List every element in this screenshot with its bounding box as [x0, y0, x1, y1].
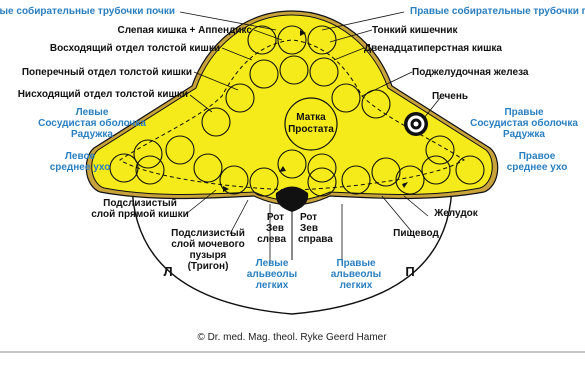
label-mouth-right-2: Зев — [300, 223, 318, 234]
label-mouth-left-3: слева — [257, 234, 286, 245]
label-right-ear-2: среднее ухо — [507, 162, 568, 173]
organ-circle — [307, 167, 337, 197]
organ-circle — [219, 165, 249, 195]
organ-circle — [109, 153, 139, 183]
organ-circle — [225, 83, 255, 113]
label-pancreas: Поджелудочная железа — [412, 67, 529, 78]
label-left-alveoli-2: альвеолы — [247, 269, 297, 280]
arrow-icon — [223, 186, 229, 192]
label-small-intestine: Тонкий кишечник — [372, 25, 458, 36]
uterus-prostate-circle — [284, 97, 338, 151]
label-left-ear-2: среднее ухо — [50, 162, 111, 173]
label-right-alveoli-3: легких — [340, 280, 373, 291]
organ-circle — [425, 135, 455, 165]
label-liver: Печень — [432, 91, 468, 102]
label-left-alveoli-1: Левые — [256, 258, 289, 269]
organ-circle — [135, 155, 165, 185]
organ-circle — [249, 59, 279, 89]
label-uterus: Матка — [296, 112, 326, 123]
label-bladder-1: Подслизистый — [171, 228, 245, 239]
arrow-icon — [300, 30, 306, 36]
target-icon — [404, 112, 428, 136]
organ-circle — [341, 165, 371, 195]
arrow-icon — [402, 182, 408, 188]
label-transverse-colon: Поперечный отдел толстой кишки — [22, 67, 192, 78]
label-left-choroid-3: Радужка — [71, 129, 113, 140]
organ-sequence-path — [119, 39, 465, 191]
organ-circle — [165, 135, 195, 165]
label-left-choroid-2: Сосудистая оболочка — [38, 117, 146, 129]
label-mouth-left-2: Зев — [266, 223, 284, 234]
mouth-blob — [275, 186, 309, 212]
organ-circle — [361, 89, 391, 119]
organ-circle — [455, 155, 485, 185]
label-appendix: Слепая кишка + Аппендикс — [117, 25, 252, 36]
label-bladder-3: пузыря — [190, 250, 227, 261]
organ-circle — [249, 167, 279, 197]
label-left-kidney-tubules: Левые собирательные трубочки почки — [0, 5, 175, 17]
label-prostate: Простата — [288, 124, 334, 135]
label-mouth-right-3: справа — [298, 234, 333, 245]
label-left-ear-1: Левое — [65, 151, 96, 162]
label-right-choroid-1: Правые — [504, 107, 544, 118]
organ-circle — [307, 153, 337, 183]
organ-circle — [277, 149, 307, 179]
flow-arrows — [223, 30, 408, 192]
label-side-right: П — [405, 264, 414, 279]
label-bladder-4: (Тригон) — [188, 261, 229, 272]
organ-circle — [421, 155, 451, 185]
arrow-icon — [279, 166, 286, 172]
organ-circle — [247, 25, 277, 55]
organ-circle — [331, 83, 361, 113]
organ-circle — [201, 107, 231, 137]
label-ascending-colon: Восходящий отдел толстой кишки — [50, 43, 220, 54]
organ-circle — [193, 153, 223, 183]
leader-lines — [179, 11, 441, 264]
organ-circle — [309, 57, 339, 87]
label-descending-colon: Нисходящий отдел толстой кишки — [18, 89, 188, 100]
label-left-alveoli-3: легких — [256, 280, 289, 291]
label-right-alveoli-2: альвеолы — [331, 269, 381, 280]
label-mouth-right-1: Рот — [300, 212, 317, 223]
label-duodenum: Двенадцатиперстная кишка — [364, 43, 502, 54]
organ-circle — [371, 157, 401, 187]
label-right-alveoli-1: Правые — [336, 258, 376, 269]
label-right-ear-1: Правое — [519, 151, 556, 162]
organ-circle — [279, 55, 309, 85]
label-side-left: Л — [163, 264, 172, 279]
label-right-kidney-tubules: Правые собирательные трубочки почки — [410, 5, 585, 17]
label-right-choroid-2: Сосудистая оболочка — [470, 117, 578, 129]
organ-circle — [395, 165, 425, 195]
label-right-choroid-3: Радужка — [503, 129, 545, 140]
label-bladder-2: слой мочевого — [171, 239, 245, 250]
label-left-choroid-1: Левые — [76, 107, 109, 118]
organ-circles — [109, 25, 485, 197]
label-rectum-2: слой прямой кишки — [91, 209, 189, 220]
organ-circle — [277, 25, 307, 55]
copyright-text: © Dr. med. Mag. theol. Ryke Geerd Hamer — [197, 332, 387, 343]
label-rectum-1: Подслизистый — [103, 198, 177, 209]
label-esophagus: Пищевод — [393, 228, 439, 239]
label-stomach: Желудок — [433, 208, 479, 219]
label-mouth-left-1: Рот — [267, 212, 284, 223]
organ-circle — [133, 139, 163, 169]
